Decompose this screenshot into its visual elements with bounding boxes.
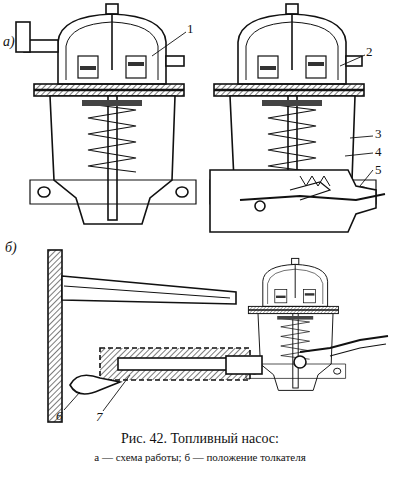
caption-legend: а — схема работы; б — положение толкател…: [94, 451, 305, 463]
pump-right: [210, 4, 385, 232]
pump-mounted: [226, 258, 388, 390]
callout-number: 1: [187, 22, 194, 36]
callout-number: 2: [366, 45, 373, 59]
figure-caption: Рис. 42. Топливный насос:: [121, 431, 279, 446]
pushrod-assembly: [48, 250, 250, 422]
callout-number: 5: [375, 163, 382, 177]
callout-number: 6: [56, 409, 63, 423]
callout-number: 3: [375, 127, 382, 141]
pump-left: [16, 4, 196, 224]
callout-number: 4: [375, 145, 382, 159]
callout-number: а): [3, 34, 15, 49]
leader-lines: [64, 32, 373, 411]
callout-number: 7: [96, 410, 103, 424]
callout-number: б): [5, 240, 17, 255]
